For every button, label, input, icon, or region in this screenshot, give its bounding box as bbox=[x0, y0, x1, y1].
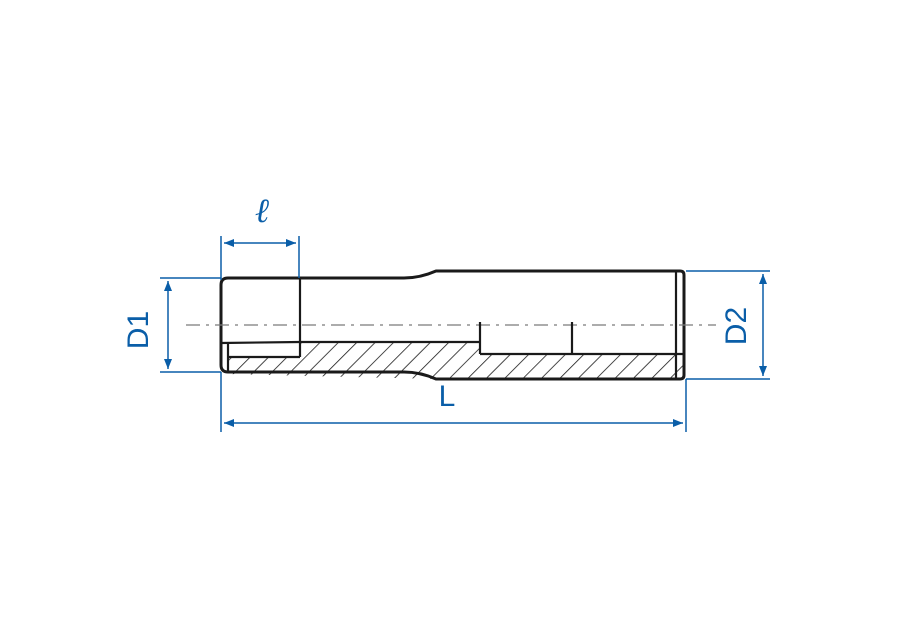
d2-label: D2 bbox=[720, 307, 753, 345]
d1-label: D1 bbox=[122, 311, 155, 349]
d2-dimension: D2 bbox=[686, 270, 770, 380]
d1-dimension: D1 bbox=[122, 277, 221, 373]
socket-outline bbox=[219, 269, 686, 381]
l-label: L bbox=[439, 380, 456, 413]
internal-edges bbox=[220, 271, 684, 379]
hatched-section bbox=[228, 342, 684, 379]
ell-label: ℓ bbox=[255, 191, 269, 231]
l-dimension: L bbox=[220, 372, 687, 432]
ell-dimension: ℓ bbox=[220, 191, 300, 280]
